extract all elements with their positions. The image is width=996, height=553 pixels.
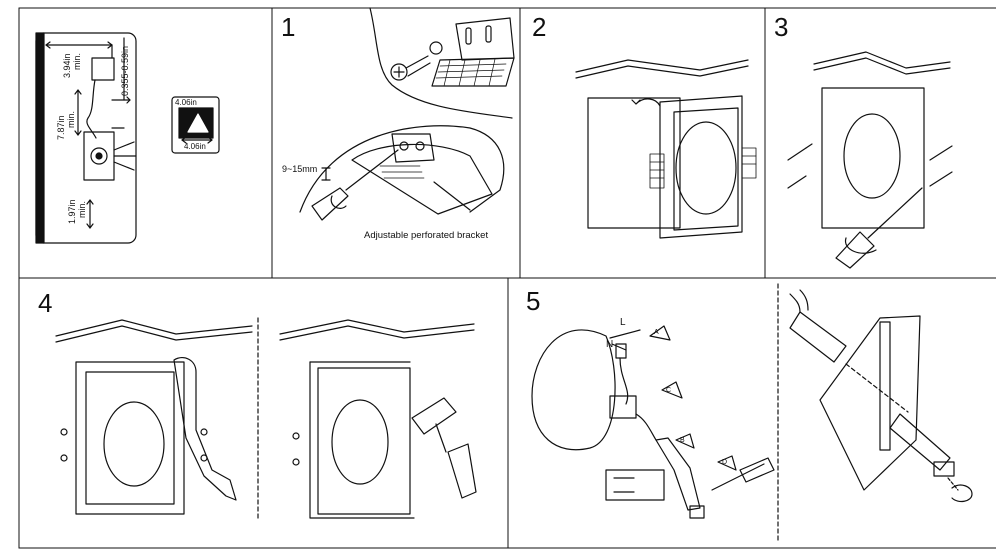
step-number-2: 2: [532, 12, 547, 42]
dim-top-label: 3.94in: [62, 53, 72, 78]
panel-dimensions: [35, 32, 220, 244]
dim-bottom-label: 1.97in: [67, 199, 77, 224]
bracket-label: Adjustable perforated bracket: [364, 230, 489, 241]
step-d-marker: D: [722, 459, 728, 466]
panel-step-4: [55, 317, 477, 521]
box-height-label: 4.06in: [184, 142, 206, 151]
step-number-1: 1: [281, 12, 296, 42]
panel-grid: [18, 7, 996, 549]
step-c-marker: C: [666, 387, 672, 394]
step-number-4: 4: [38, 288, 53, 318]
gap-label: 9~15mm: [282, 164, 318, 174]
panel-step-3: [787, 51, 953, 269]
step-number-5: 5: [526, 286, 541, 316]
panel-step-5: [531, 283, 973, 541]
box-width-label: 4.06in: [175, 98, 197, 107]
step-number-3: 3: [774, 12, 789, 42]
dim-top-min-label: min.: [72, 52, 82, 70]
panel-step-2: [575, 59, 757, 239]
dim-depth-label: 0.355-0.59in: [120, 45, 130, 96]
wire-live-label: L: [620, 317, 626, 328]
panel-step-1: [299, 7, 515, 221]
dim-mid-min-label: min.: [66, 110, 76, 128]
step-b-marker: B: [680, 437, 685, 444]
dim-mid-label: 7.87in: [56, 115, 66, 140]
wire-neutral-label: N: [606, 339, 614, 350]
dim-bottom-min-label: min.: [77, 200, 87, 218]
step-a-marker: A: [654, 329, 659, 336]
